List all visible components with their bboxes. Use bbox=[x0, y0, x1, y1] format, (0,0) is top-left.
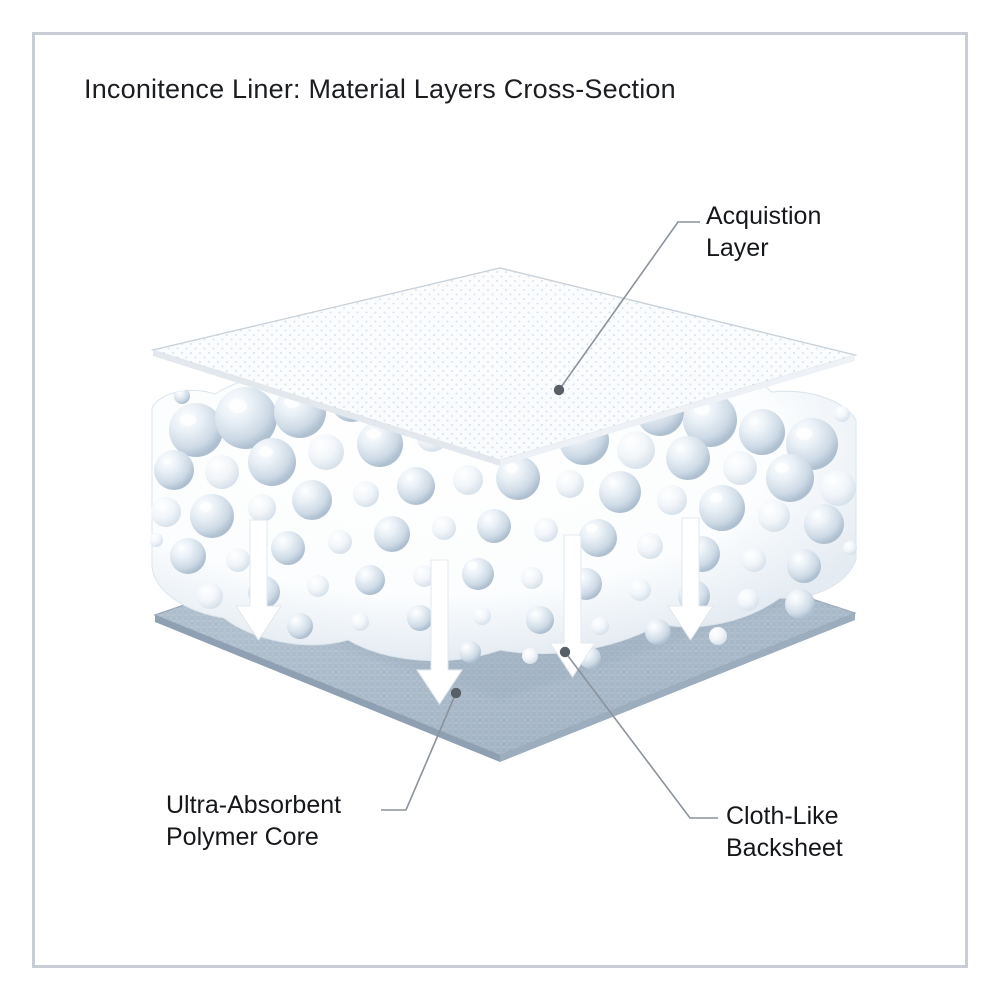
leader-backsheet bbox=[559, 646, 718, 819]
figure-title: Inconitence Liner: Material Layers Cross… bbox=[84, 74, 676, 104]
leader-core bbox=[381, 687, 462, 811]
label-cloth-backsheet: Cloth-Like Backsheet bbox=[726, 802, 843, 862]
leader-acquisition bbox=[553, 221, 700, 396]
flow-arrow-4 bbox=[667, 517, 714, 641]
flow-arrow-1 bbox=[235, 519, 282, 641]
flow-arrows bbox=[235, 517, 714, 705]
label-acquisition-layer: Acquistion Layer bbox=[706, 202, 822, 262]
flow-arrow-2 bbox=[416, 559, 463, 705]
acquistion-layer-shape bbox=[150, 267, 858, 466]
label-polymer-core: Ultra-Absorbent Polymer Core bbox=[166, 791, 342, 851]
leader-lines bbox=[381, 221, 718, 819]
flow-arrow-3 bbox=[549, 534, 596, 678]
